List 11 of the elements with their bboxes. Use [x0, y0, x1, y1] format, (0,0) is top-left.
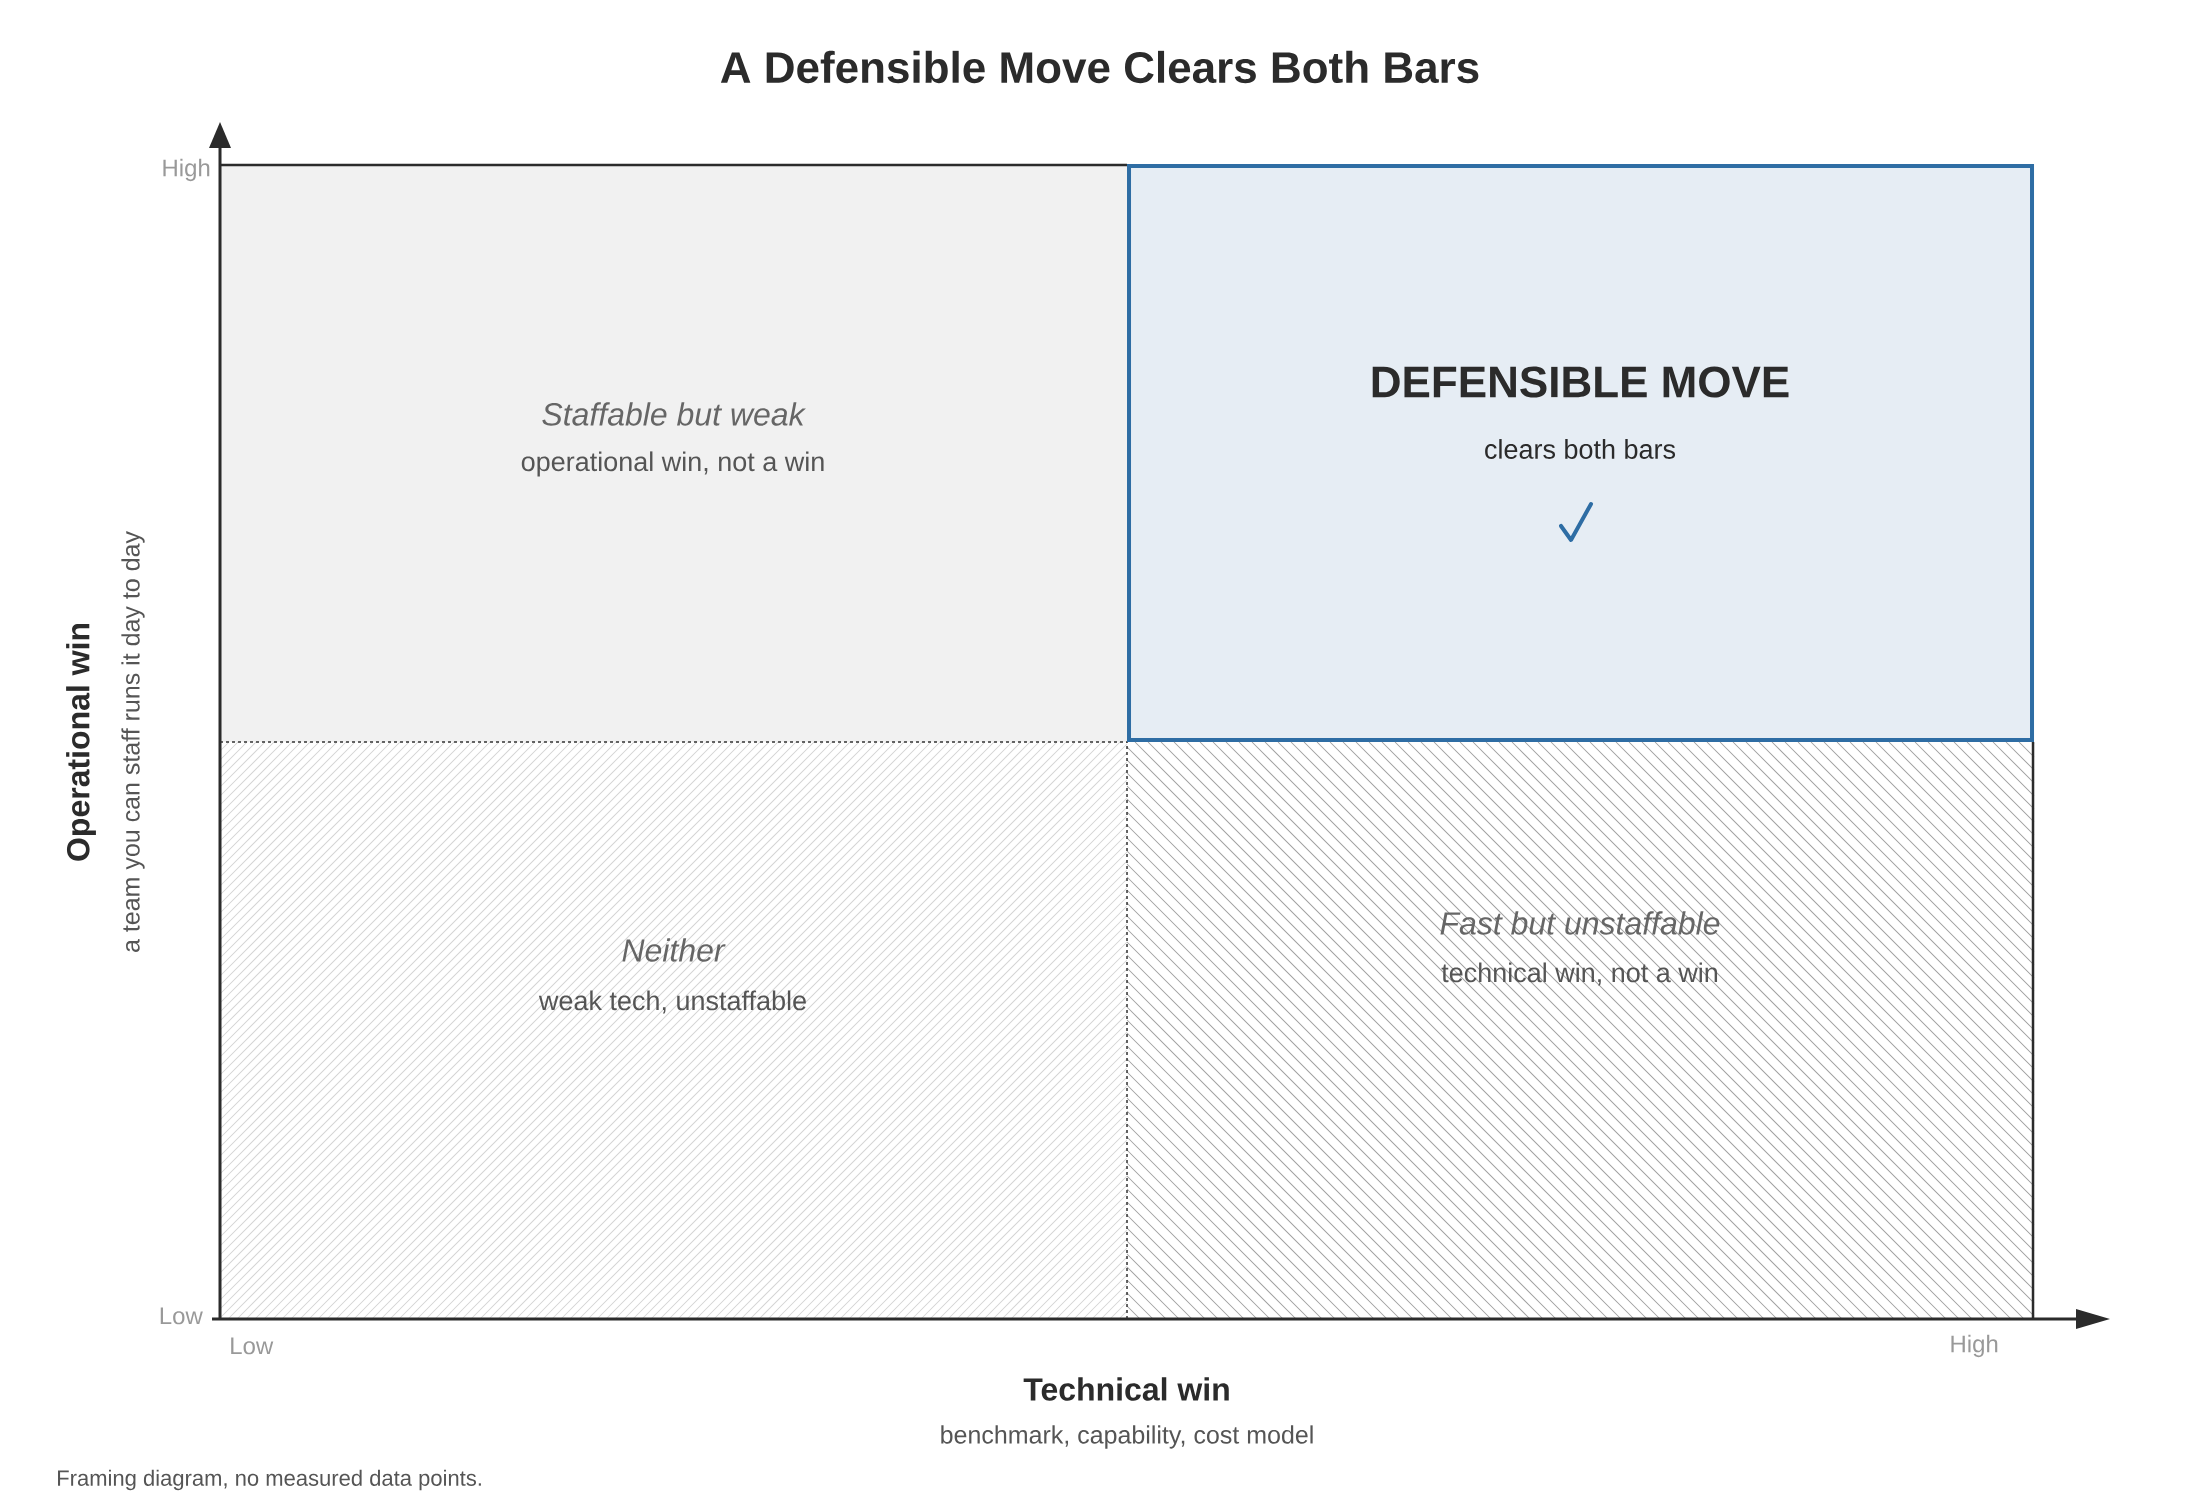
- title: A Defensible Move Clears Both Bars: [720, 50, 1479, 84]
- axis-subtitle: benchmark, capability, cost model: [941, 1425, 1313, 1449]
- axis-tick-label: Low: [160, 1307, 203, 1325]
- axis-title: Technical win: [1023, 1377, 1229, 1401]
- quadrant-box: Neither weak tech, unstaffable: [219, 741, 1128, 1320]
- axis-title: Operational win: [66, 623, 96, 861]
- axis-subtitle: a team you can staff runs it day to day: [121, 531, 145, 952]
- quadrant-box: Staffable but weak operational win, not a win: [220, 163, 1127, 742]
- footnote: Framing diagram, no measured data points.: [58, 1469, 481, 1491]
- quadrant-box: DEFENSIBLE MOVE clears both bars: [1127, 164, 2034, 742]
- axis-tick-label: High: [163, 158, 210, 182]
